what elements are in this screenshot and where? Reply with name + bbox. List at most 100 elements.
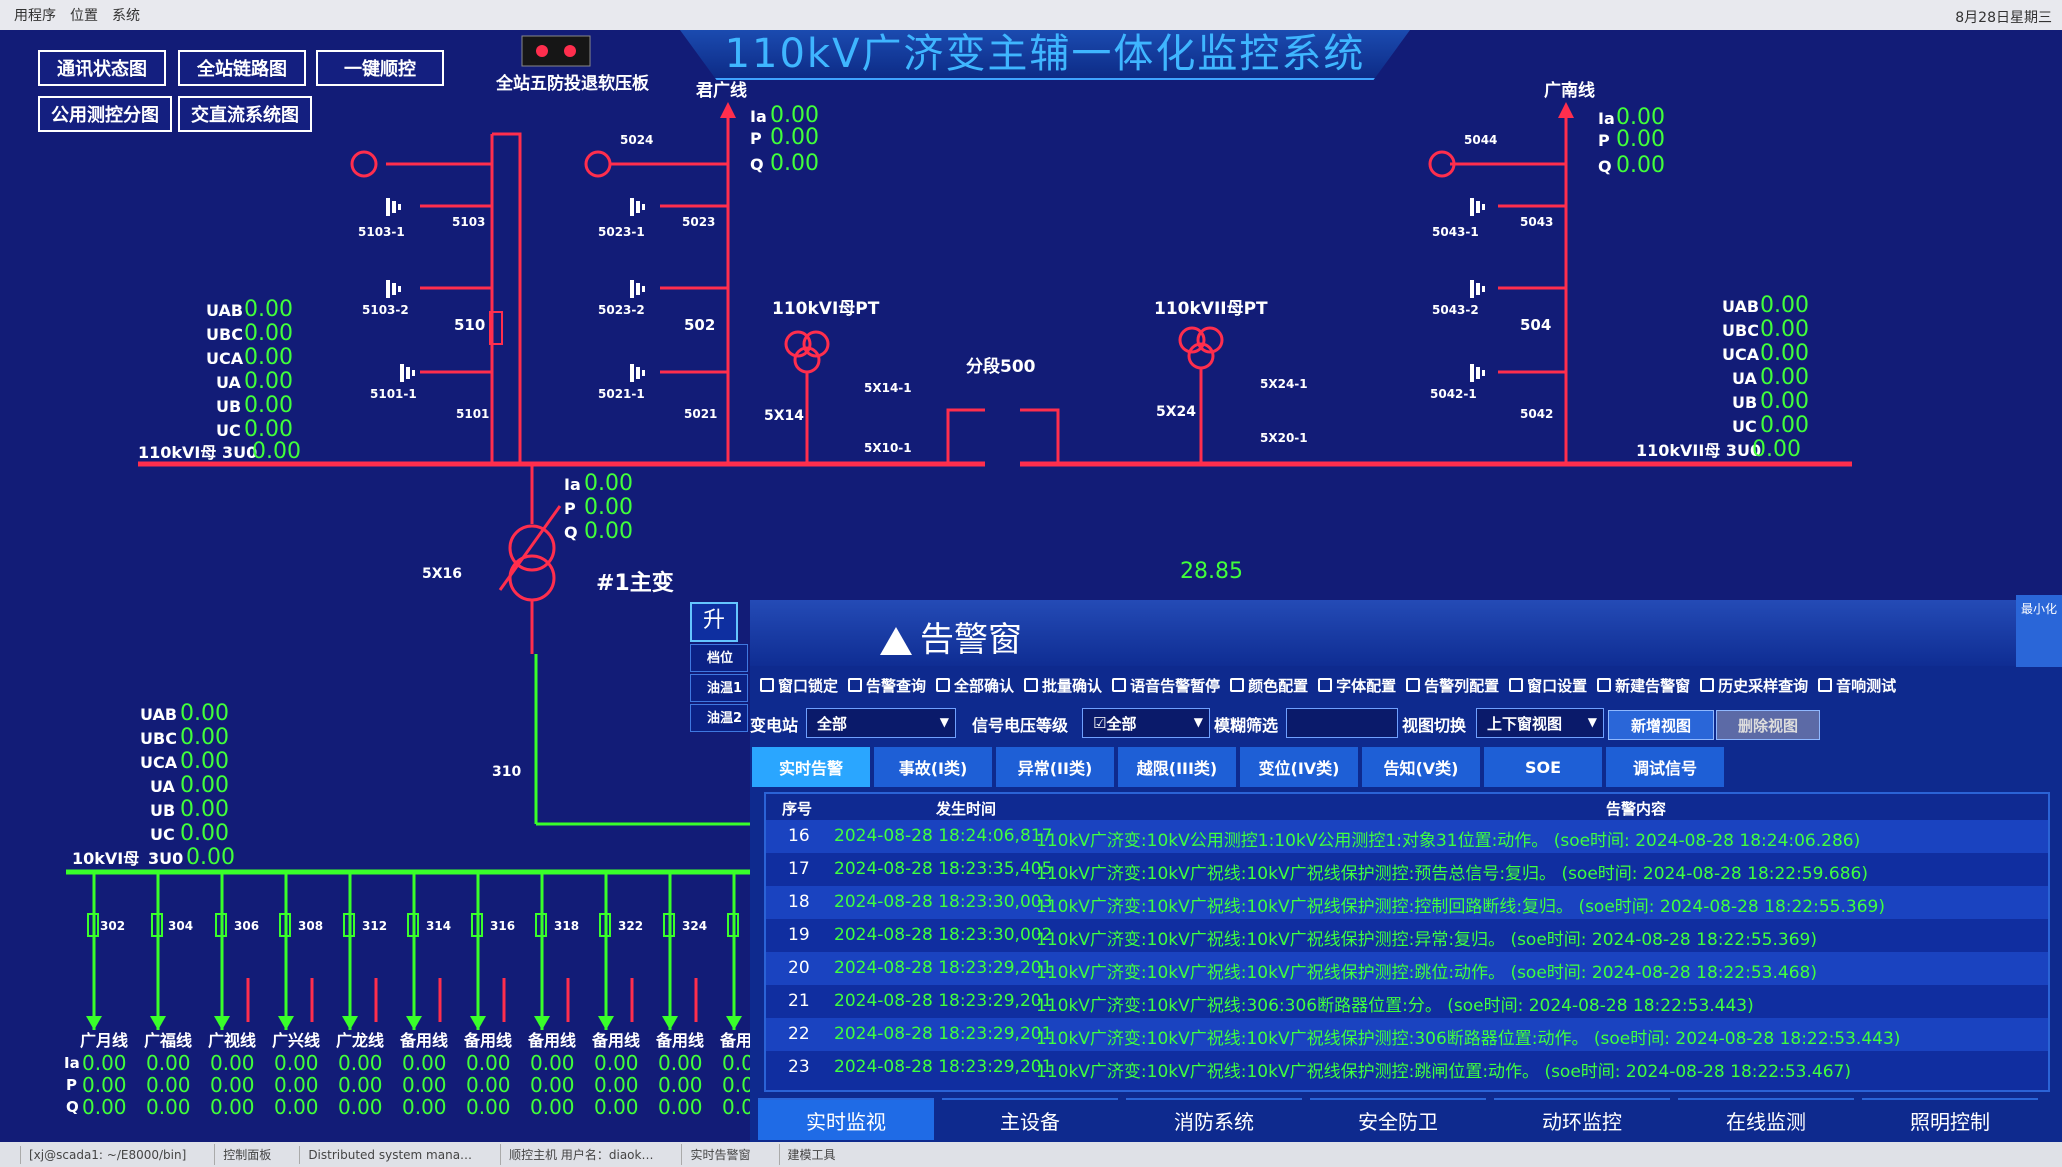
confirm-icon [936, 678, 951, 692]
tool-sound-test[interactable]: 音响测试 [1818, 675, 1896, 696]
feeder-breaker-icon[interactable] [599, 913, 611, 937]
feeder-ia: 0.00 [530, 1051, 575, 1075]
feeder-breaker-icon[interactable] [343, 913, 355, 937]
tab-realtime[interactable]: 实时告警 [752, 747, 870, 787]
nav-link-diagram-button[interactable]: 全站链路图 [178, 50, 306, 86]
feeder-breaker-icon[interactable] [407, 913, 419, 937]
task-modeling-tool[interactable]: 建模工具 [778, 1144, 844, 1165]
feeder-breaker-icon[interactable] [663, 913, 675, 937]
feeder-q: 0.00 [594, 1095, 639, 1119]
tab-change[interactable]: 变位(IV类) [1240, 747, 1358, 787]
feeder-breaker-icon[interactable] [87, 913, 99, 937]
bus-right-label: 110kVII母 3U0 [1636, 441, 1761, 460]
meas-label: UAB [1722, 297, 1759, 316]
nav-lighting-control[interactable]: 照明控制 [1862, 1098, 2038, 1140]
sw-label: 5023 [682, 215, 715, 229]
task-sequence-host[interactable]: 顺控主机 用户名：diaok… [500, 1144, 661, 1165]
nav-realtime-monitor[interactable]: 实时监视 [758, 1098, 934, 1140]
sw-label: 5044 [1464, 133, 1497, 147]
pt-right-label: 110kVII母PT [1154, 299, 1268, 319]
alarm-title-wrap: 告警窗 [880, 612, 1022, 661]
feeder-name: 广龙线 [336, 1031, 384, 1050]
nav-comm-status-button[interactable]: 通讯状态图 [38, 50, 166, 86]
nav-env-monitor[interactable]: 动环监控 [1494, 1098, 1670, 1140]
tool-column-config[interactable]: 告警列配置 [1406, 675, 1499, 696]
tab-soe[interactable]: SOE [1484, 747, 1602, 787]
feeder-breaker-icon[interactable] [727, 913, 739, 937]
meas-label: Ia [750, 107, 767, 126]
nav-one-key-control-button[interactable]: 一键顺控 [316, 50, 444, 86]
tap-up-button[interactable]: 升 [690, 602, 738, 642]
meas-label: UAB [206, 301, 243, 320]
menu-apps[interactable]: 用程序 [14, 8, 56, 24]
tab-notice[interactable]: 告知(V类) [1362, 747, 1480, 787]
tab-overlimit[interactable]: 越限(III类) [1118, 747, 1236, 787]
meas-label: UCA [206, 349, 244, 368]
cell-no: 20 [788, 958, 810, 978]
nav-acdc-system-button[interactable]: 交直流系统图 [178, 96, 312, 132]
feeder-breaker-icon[interactable] [535, 913, 547, 937]
feeder-ground-links [246, 978, 698, 1022]
nav-online-monitor[interactable]: 在线监测 [1678, 1098, 1854, 1140]
tool-window-lock[interactable]: 窗口锁定 [760, 675, 838, 696]
task-realtime-alarm[interactable]: 实时告警窗 [681, 1144, 758, 1165]
tool-history-query[interactable]: 历史采样查询 [1700, 675, 1808, 696]
tab-accident[interactable]: 事故(I类) [874, 747, 992, 787]
clock[interactable]: 8月28日星期三 [1955, 10, 2052, 26]
meas-label: Ia [1598, 109, 1615, 128]
feeder-arrow-icon [470, 1016, 486, 1030]
task-terminal[interactable]: [xj@scada1: ~/E8000/bin] [20, 1145, 194, 1164]
add-view-button[interactable]: 新增视图 [1608, 710, 1714, 740]
task-distributed-system[interactable]: Distributed system mana… [299, 1145, 480, 1164]
feeder-breaker-icon[interactable] [215, 913, 227, 937]
feeder-name: 备用线 [527, 1031, 576, 1050]
nav-fire-system[interactable]: 消防系统 [1126, 1098, 1302, 1140]
line-arrow-right-icon [1558, 102, 1574, 118]
sw-label: 5042-1 [1430, 387, 1477, 401]
tool-font-config[interactable]: 字体配置 [1318, 675, 1396, 696]
cell-time: 2024-08-28 18:23:29,201 [834, 991, 1053, 1011]
view-select[interactable]: 上下窗视图▼ [1476, 708, 1604, 738]
tool-new-alarm-window[interactable]: 新建告警窗 [1597, 675, 1690, 696]
nav-public-measure-button[interactable]: 公用测控分图 [38, 96, 172, 132]
tab-debug-signal[interactable]: 调试信号 [1606, 747, 1724, 787]
tool-alarm-query[interactable]: 告警查询 [848, 675, 926, 696]
tool-voice-pause[interactable]: 语音告警暂停 [1112, 675, 1220, 696]
voltage-select[interactable]: ☑全部▼ [1082, 708, 1210, 738]
feeder-ia: 0.00 [82, 1051, 127, 1075]
delete-view-button[interactable]: 删除视图 [1716, 710, 1820, 740]
nav-main-equipment[interactable]: 主设备 [942, 1098, 1118, 1140]
tool-window-settings[interactable]: 窗口设置 [1509, 675, 1587, 696]
fuzzy-input[interactable] [1286, 708, 1398, 738]
task-control-panel[interactable]: 控制面板 [214, 1144, 279, 1165]
station-select[interactable]: 全部▼ [806, 708, 956, 738]
menu-system[interactable]: 系统 [112, 8, 140, 24]
minimize-button[interactable]: 最小化 [2016, 595, 2062, 667]
feeder-breaker-icon[interactable] [471, 913, 483, 937]
feeder-arrow-icon [726, 1016, 742, 1030]
menu-places[interactable]: 位置 [70, 8, 98, 24]
sw-label: 5X16 [422, 566, 462, 582]
tool-confirm-all[interactable]: 全部确认 [936, 675, 1014, 696]
feeder-breaker-icon[interactable] [279, 913, 291, 937]
feeder-arrow-icon [662, 1016, 678, 1030]
feeder-q: 0.00 [402, 1095, 447, 1119]
anti-toggle-switch[interactable] [521, 35, 591, 67]
tool-batch-confirm[interactable]: 批量确认 [1024, 675, 1102, 696]
feeder-breaker-icon[interactable] [151, 913, 163, 937]
transformer-tap: 28.85 [1180, 559, 1243, 584]
chevron-down-icon: ▼ [939, 715, 949, 729]
sw-label: 5023-1 [598, 225, 645, 239]
tool-color-config[interactable]: 颜色配置 [1230, 675, 1308, 696]
tab-abnormal[interactable]: 异常(II类) [996, 747, 1114, 787]
top-menubar: 用程序 位置 系统 8月28日星期三 [0, 0, 2062, 30]
nav-security[interactable]: 安全防卫 [1310, 1098, 1486, 1140]
